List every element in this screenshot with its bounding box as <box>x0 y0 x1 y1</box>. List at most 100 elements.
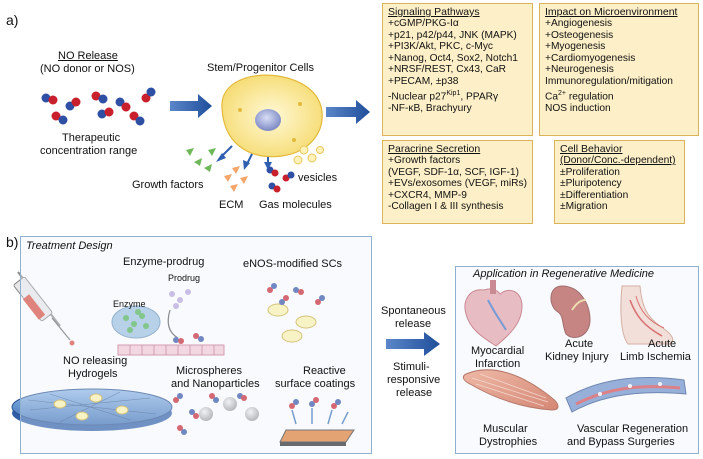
reactive-coating-icon <box>279 397 355 446</box>
syringe-icon <box>13 271 75 346</box>
application-title: Application in Regenerative Medicine <box>473 268 654 280</box>
vessel-icon <box>565 376 687 413</box>
limb-icon <box>620 285 674 345</box>
secretion-arrows <box>216 145 272 170</box>
signaling-line-5: +NRSF/REST, Cx43, CaR <box>388 64 507 76</box>
behavior-line-4: ±Migration <box>560 201 608 213</box>
microenv-title: Impact on Microenvironment <box>545 6 678 18</box>
prodrug-label: Prodrug <box>168 273 201 283</box>
hydrogel-icon <box>11 388 173 431</box>
behavior-line-2: ±Pluripotency <box>560 178 622 190</box>
signaling-title: Signaling Pathways <box>388 6 480 18</box>
myocardial-line-2: Infarction <box>475 358 521 370</box>
paracrine-line-1: +Growth factors <box>388 155 461 166</box>
behavior-line-3: ±Differentiation <box>560 189 629 201</box>
enos-label: eNOS-modified SCs <box>243 258 343 270</box>
vascular-line-1: Vascular Regeneration <box>577 423 689 435</box>
growth-factors-label: Growth factors <box>132 179 204 191</box>
signaling-line-4: +Nanog, Oct4, Sox2, Notch1 <box>388 52 518 64</box>
signaling-pathways-box: Signaling Pathways +cGMP/PKG-Iα +p21, p4… <box>382 3 533 136</box>
paracrine-title: Paracrine Secretion <box>388 143 481 155</box>
signaling-line-8: -NF-κB, Brachyury <box>388 102 472 114</box>
growth-factor-icons <box>186 148 216 172</box>
enzyme-prodrug-icon <box>111 289 225 356</box>
gas-molecules-label: Gas molecules <box>259 199 332 211</box>
muscle-icon <box>462 369 559 411</box>
signaling-ppar-text: , PPARγ <box>460 90 499 102</box>
signaling-line-7: -Nuclear p27Kip1, PPARγ <box>383 88 532 103</box>
microenv-line-7: Ca2+ regulation <box>540 88 698 103</box>
microenv-line-6: Immunoregulation/mitigation <box>545 75 673 87</box>
treatment-design-frame <box>20 236 372 454</box>
release-arrow <box>386 332 440 356</box>
limb-line-1: Acute <box>648 338 677 350</box>
behavior-subtitle: (Donor/Conc.-dependent) <box>560 155 676 166</box>
kidney-line-2: Kidney Injury <box>545 351 609 363</box>
stem-cell <box>221 74 323 158</box>
spontaneous-line-2: release <box>395 318 432 330</box>
panel-b-letter: b) <box>6 234 19 250</box>
enzyme-prodrug-label: Enzyme-prodrug <box>123 256 205 268</box>
therapeutic-line-1: Therapeutic <box>62 132 121 144</box>
signaling-nuclear-text: -Nuclear p27 <box>388 90 447 102</box>
microenv-line-5: +Neurogenesis <box>545 64 614 76</box>
limb-line-2: Limb Ischemia <box>620 351 691 363</box>
microenv-line-3: +Myogenesis <box>545 41 606 53</box>
application-frame <box>455 266 699 454</box>
enos-cells-icon <box>267 283 325 343</box>
muscular-line-2: Dystrophies <box>479 436 538 448</box>
microenv-line-2: +Osteogenesis <box>545 29 614 41</box>
panel-a-letter: a) <box>6 12 19 28</box>
micro-line-2: and Nanoparticles <box>171 378 260 390</box>
paracrine-line-2: (VEGF, SDF-1α, SCF, IGF-1) <box>388 166 519 178</box>
myocardial-line-1: Myocardial <box>471 345 525 357</box>
microenv-ca-sup: 2+ <box>558 89 567 97</box>
signaling-line-6: +PECAM, ±p38 <box>388 75 459 87</box>
kidney-icon <box>550 285 591 338</box>
vascular-line-2: and Bypass Surgeries <box>567 436 675 448</box>
microenvironment-box: Impact on Microenvironment +Angiogenesis… <box>539 3 699 136</box>
therapeutic-line-2: concentration range <box>40 145 138 157</box>
microenv-line-1: +Angiogenesis <box>545 18 613 29</box>
cell-behavior-box: Cell Behavior (Donor/Conc.-dependent) ±P… <box>554 140 685 224</box>
ecm-label: ECM <box>219 199 244 211</box>
spontaneous-line-1: Spontaneous <box>381 305 446 317</box>
stimuli-line-2: responsive <box>387 374 441 386</box>
heart-icon <box>464 280 523 347</box>
behavior-title: Cell Behavior <box>560 143 623 155</box>
microenv-ca: Ca <box>545 90 559 102</box>
vesicles-icon <box>293 145 324 165</box>
microspheres-icon <box>173 393 259 435</box>
stem-cells-label: Stem/Progenitor Cells <box>207 62 314 74</box>
signaling-line-3: +PI3K/Akt, PKC, c-Myc <box>388 41 494 53</box>
signaling-line-2: +p21, p42/p44, JNK (MAPK) <box>388 29 517 41</box>
enzyme-label: Enzyme <box>113 299 146 309</box>
paracrine-line-3: +EVs/exosomes (VEGF, miRs) <box>388 178 527 190</box>
vesicles-label: vesicles <box>298 172 338 184</box>
kidney-line-1: Acute <box>565 338 594 350</box>
no-release-title: NO Release <box>58 50 118 62</box>
reactive-line-1: Reactive <box>303 365 346 377</box>
stimuli-line-1: Stimuli- <box>393 361 430 373</box>
stimuli-line-3: release <box>396 387 433 399</box>
paracrine-line-4: +CXCR4, MMP-9 <box>388 189 467 201</box>
no-molecules-cluster <box>41 87 156 126</box>
signaling-kip-sup: Kip1 <box>446 89 461 97</box>
microenv-regulation: regulation <box>566 90 614 102</box>
ecm-icons <box>224 166 248 192</box>
microenv-line-4: +Cardiomyogenesis <box>545 52 636 64</box>
gas-molecule-icons <box>266 166 295 193</box>
paracrine-line-5: -Collagen I & III synthesis <box>388 201 504 213</box>
paracrine-box: Paracrine Secretion +Growth factors (VEG… <box>382 140 533 224</box>
microenv-line-8: NOS induction <box>545 102 611 114</box>
treatment-design-title: Treatment Design <box>26 240 113 252</box>
micro-line-1: Microspheres <box>176 365 243 377</box>
arrow-to-cell <box>170 94 212 118</box>
arrow-to-effects <box>326 100 370 124</box>
hydrogels-line-2: Hydrogels <box>68 368 118 380</box>
no-release-subtitle: (NO donor or NOS) <box>40 63 135 75</box>
signaling-line-1: +cGMP/PKG-Iα <box>388 18 459 29</box>
behavior-line-1: ±Proliferation <box>560 166 620 178</box>
hydrogels-line-1: NO releasing <box>63 355 128 367</box>
